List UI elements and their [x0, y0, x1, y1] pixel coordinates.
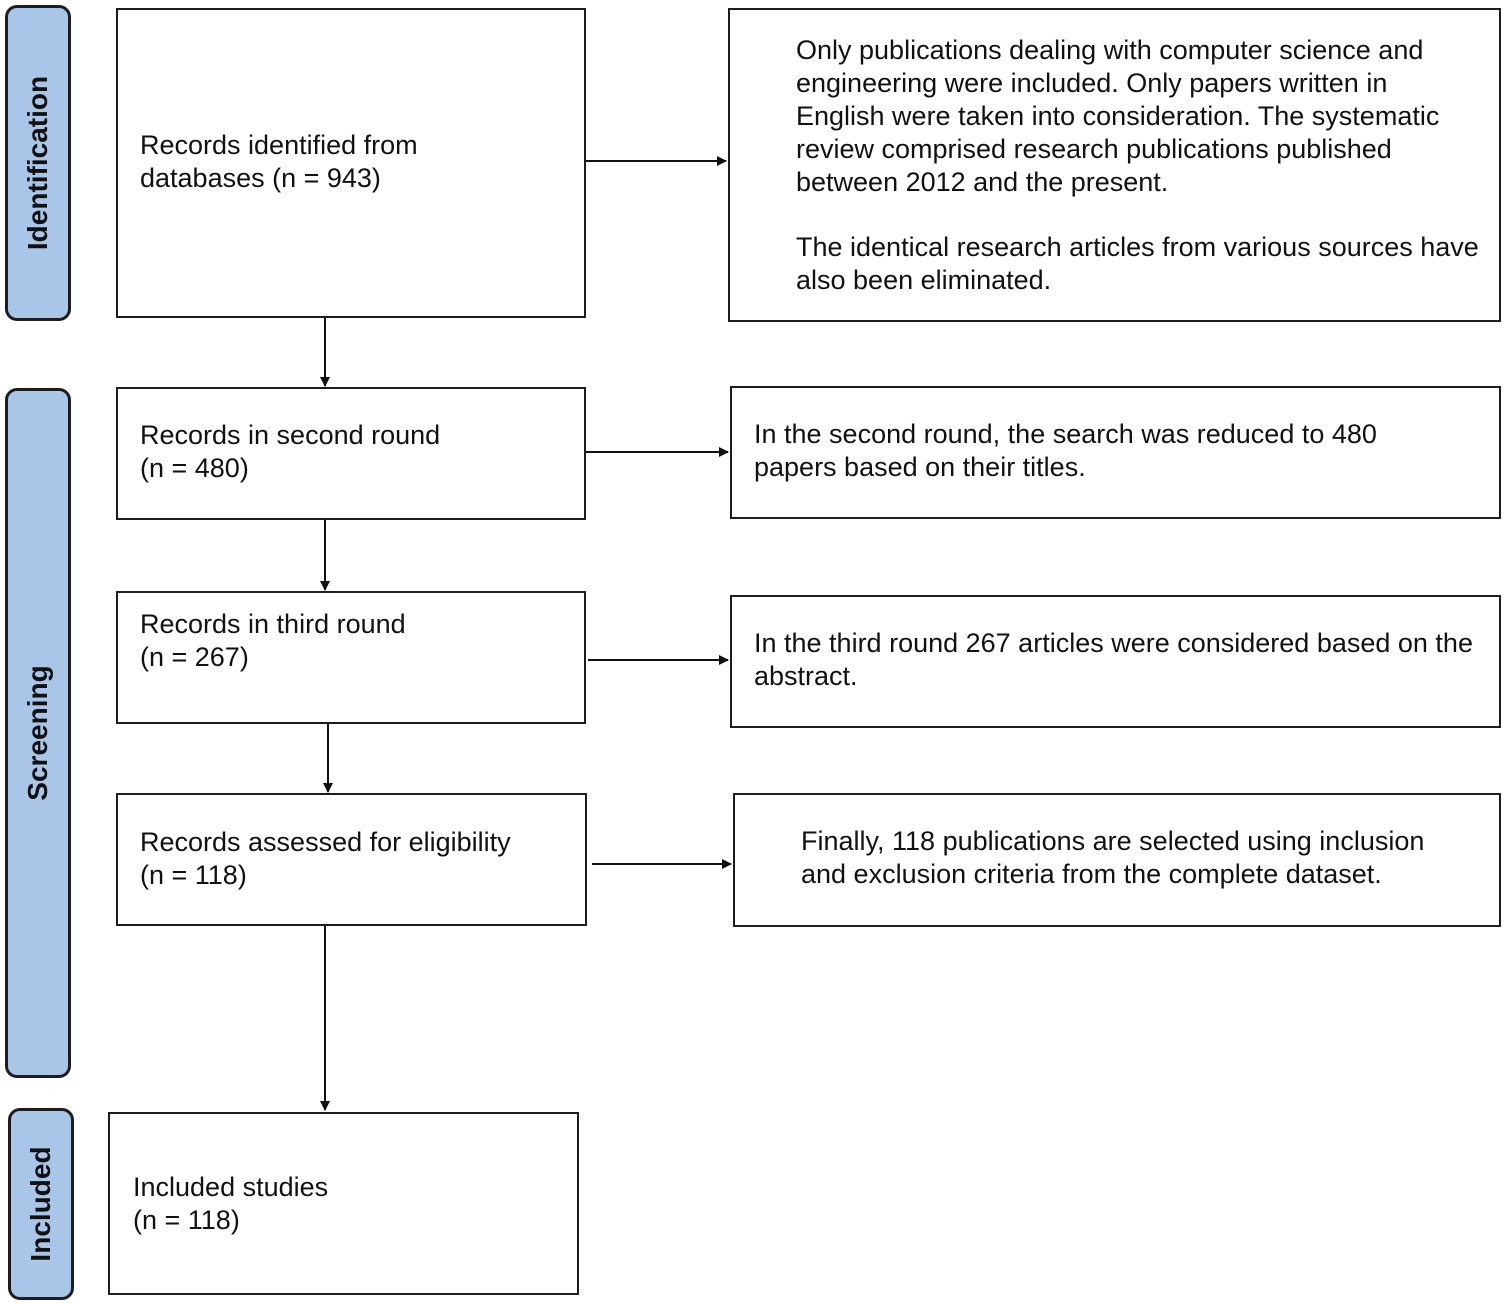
note-third-round-text: In the third round 267 articles were con… [754, 628, 1473, 691]
note-eligibility: Finally, 118 publications are selected u… [733, 793, 1501, 927]
box-second-round: Records in second round (n = 480) [116, 387, 586, 520]
box-eligibility-line2: (n = 118) [140, 860, 247, 890]
box-records-identified-line1: Records identified from [140, 130, 418, 160]
box-eligibility-line1: Records assessed for eligibility [140, 827, 511, 857]
box-included-studies: Included studies (n = 118) [108, 1112, 579, 1295]
note-identification-paragraph-2: The identical research articles from var… [796, 232, 1479, 295]
box-included-studies-line2: (n = 118) [133, 1205, 240, 1235]
box-second-round-line1: Records in second round [140, 420, 441, 450]
note-eligibility-text: Finally, 118 publications are selected u… [801, 826, 1425, 889]
note-second-round-text: In the second round, the search was redu… [754, 419, 1377, 482]
box-third-round-line2: (n = 267) [140, 642, 249, 672]
box-eligibility: Records assessed for eligibility (n = 11… [116, 793, 587, 926]
box-third-round: Records in third round (n = 267) [116, 591, 586, 724]
box-records-identified-line2: databases (n = 943) [140, 163, 381, 193]
phase-screening: Screening [5, 388, 71, 1078]
note-identification-paragraph-1: Only publications dealing with computer … [796, 35, 1440, 197]
note-second-round: In the second round, the search was redu… [730, 386, 1501, 519]
note-identification: Only publications dealing with computer … [728, 8, 1501, 322]
phase-identification: Identification [5, 5, 71, 321]
phase-included: Included [8, 1108, 74, 1300]
box-second-round-line2: (n = 480) [140, 453, 249, 483]
box-records-identified: Records identified from databases (n = 9… [116, 8, 586, 318]
note-third-round: In the third round 267 articles were con… [730, 595, 1501, 728]
box-third-round-line1: Records in third round [140, 609, 406, 639]
box-included-studies-line1: Included studies [133, 1172, 329, 1202]
